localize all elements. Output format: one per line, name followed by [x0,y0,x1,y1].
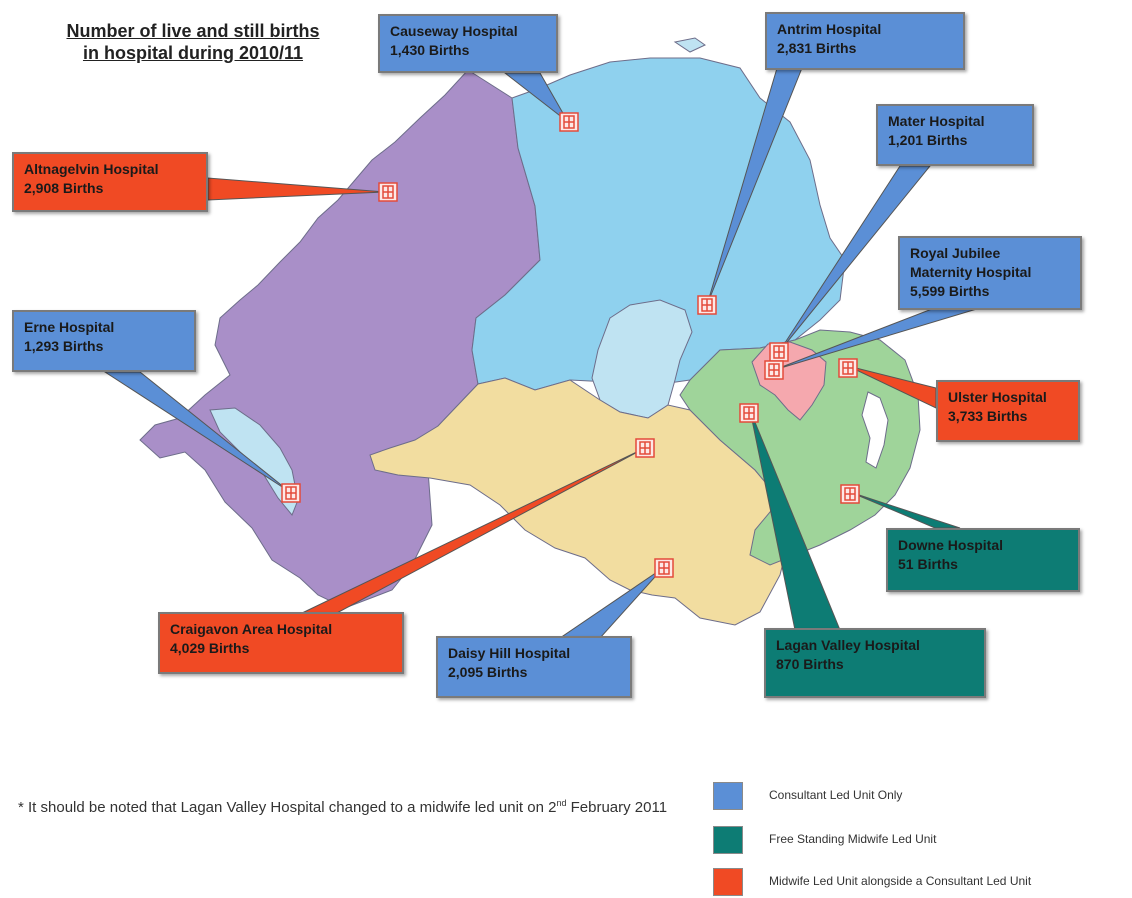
legend-label: Free Standing Midwife Led Unit [769,832,937,846]
footnote: * It should be noted that Lagan Valley H… [18,793,678,818]
hospital-building-icon [838,358,858,378]
hospital-building-icon [764,360,784,380]
hospital-name: Altnagelvin Hospital [24,161,159,177]
hospital-building-icon [635,438,655,458]
callout-erne: Erne Hospital 1,293 Births [12,310,196,372]
hospital-name: Lagan Valley Hospital [776,637,920,653]
hospital-name: Downe Hospital [898,537,1004,553]
callout-pointers [103,57,981,639]
hospital-building-icon [378,182,398,202]
birth-count: 5,599 Births [910,283,990,299]
legend-swatch-free-standing [713,826,743,854]
callout-causeway: Causeway Hospital 1,430 Births [378,14,558,73]
legend-swatch-alongside [713,868,743,896]
birth-count: 3,733 Births [948,408,1028,424]
legend-label: Midwife Led Unit alongside a Consultant … [769,874,1032,888]
hospital-building-icon [840,484,860,504]
birth-count: 2,908 Births [24,180,104,196]
strangford-lough [861,391,889,469]
birth-count: 2,095 Births [448,664,528,680]
callout-mater: Mater Hospital 1,201 Births [876,104,1034,166]
hospital-building-icon [281,483,301,503]
birth-count: 870 Births [776,656,844,672]
region-southern [369,377,791,626]
callout-craigavon: Craigavon Area Hospital 4,029 Births [158,612,404,674]
callout-daisy-hill: Daisy Hill Hospital 2,095 Births [436,636,632,698]
pointer-altnagelvin [207,177,386,201]
hospital-name: Erne Hospital [24,319,115,335]
rathlin-island [673,37,706,53]
lough-erne [209,407,299,516]
title-line-2: in hospital during 2010/11 [82,43,304,63]
footnote-text-end: February 2011 [566,799,668,816]
hospital-name: Antrim Hospital [777,21,882,37]
legend-label: Consultant Led Unit Only [769,788,903,802]
callout-downe: Downe Hospital 51 Births [886,528,1080,592]
hospital-name: Causeway Hospital [390,23,518,39]
footnote-marker: * [18,799,24,816]
birth-count: 1,201 Births [888,132,968,148]
pointer-mater [778,165,932,353]
hospital-building-icon [739,403,759,423]
hospital-name: Mater Hospital [888,113,985,129]
birth-count: 2,831 Births [777,40,857,56]
pointer-erne [103,371,291,493]
birth-count: 1,293 Births [24,338,104,354]
birth-count: 51 Births [898,556,958,572]
birth-count: 1,430 Births [390,42,470,58]
callout-altnagelvin: Altnagelvin Hospital 2,908 Births [12,152,208,212]
title-line-1: Number of live and still births [66,21,320,41]
legend-swatch-consultant [713,782,743,810]
hospital-name-line-2: Maternity Hospital [910,264,1032,280]
hospital-building-icon [654,558,674,578]
hospital-name: Daisy Hill Hospital [448,645,571,661]
hospital-name: Craigavon Area Hospital [170,621,333,637]
callout-royal-jubilee: Royal Jubilee Maternity Hospital 5,599 B… [898,236,1082,310]
pointer-causeway [503,72,569,123]
region-lough-neagh [591,299,693,419]
callout-antrim: Antrim Hospital 2,831 Births [765,12,965,70]
hospital-building-icon [697,295,717,315]
hospital-building-icon [559,112,579,132]
callout-ulster: Ulster Hospital 3,733 Births [936,380,1080,442]
hospital-building-icon [769,342,789,362]
map-title: Number of live and still births in hospi… [28,20,358,64]
hospital-name: Ulster Hospital [948,389,1047,405]
region-eastern [679,329,921,566]
callout-lagan-valley: Lagan Valley Hospital 870 Births [764,628,986,698]
birth-count: 4,029 Births [170,640,250,656]
hospital-name-line-1: Royal Jubilee [910,245,1001,261]
footnote-superscript: nd [556,798,567,808]
footnote-text: It should be noted that Lagan Valley Hos… [28,799,557,816]
